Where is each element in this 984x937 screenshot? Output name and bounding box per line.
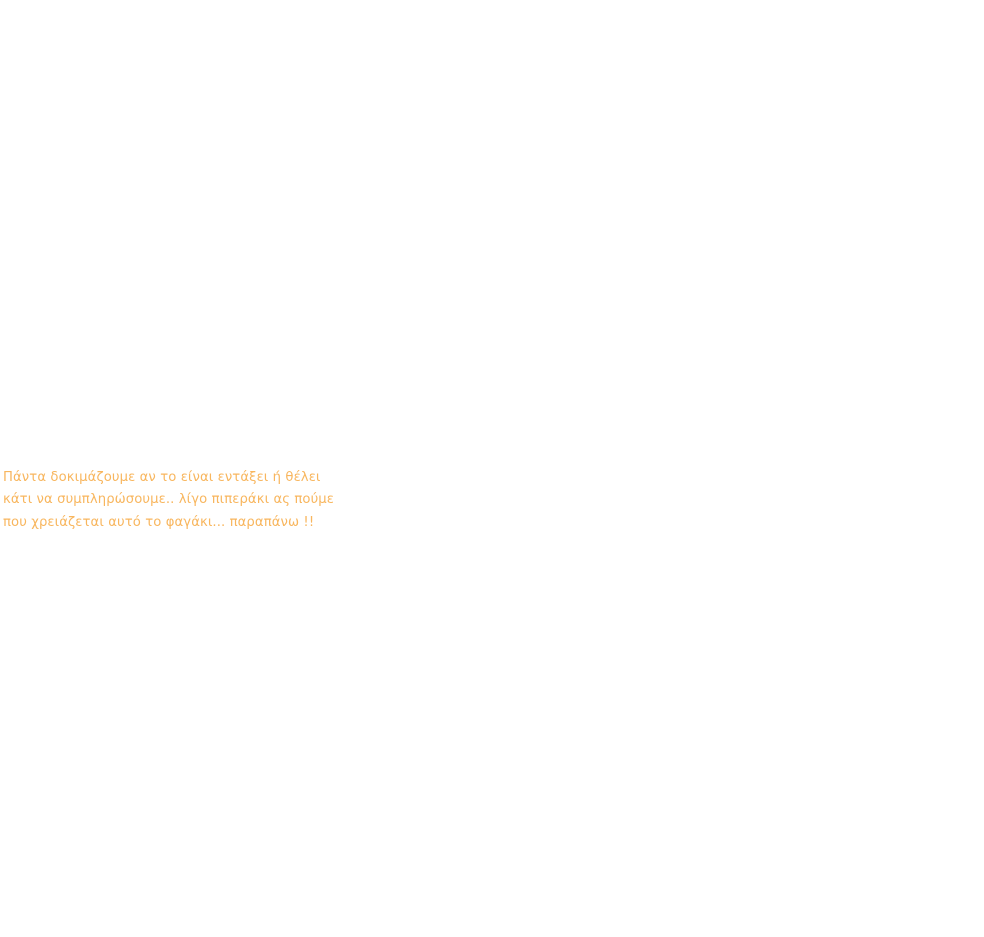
tip-line-3: που χρειάζεται αυτό το φαγάκι... παραπάν… bbox=[3, 514, 315, 530]
tip-line-1: Πάντα δοκιμάζουμε αν το είναι εντάξει ή … bbox=[3, 470, 321, 485]
tip-line-2: κάτι να συμπληρώσουμε.. λίγο πιπεράκι ας… bbox=[3, 492, 335, 508]
recipe-tip-text: Πάντα δοκιμάζουμε αν το είναι εντάξει ή … bbox=[3, 467, 335, 534]
